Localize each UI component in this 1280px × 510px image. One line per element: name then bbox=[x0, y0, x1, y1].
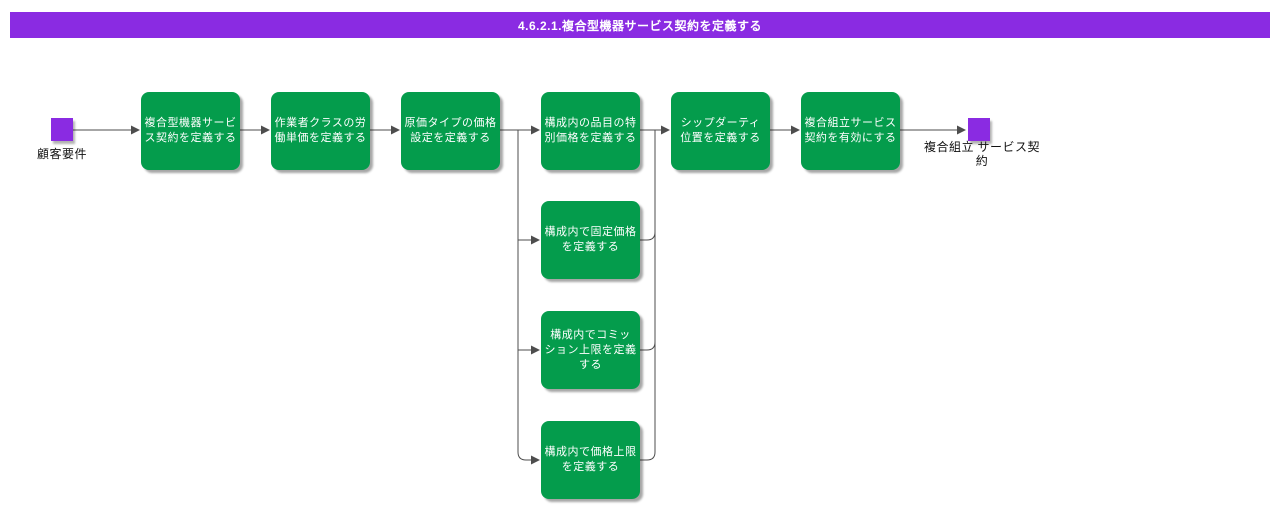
arrowhead-icon bbox=[531, 125, 540, 135]
page-title: 4.6.2.1.複合型機器サービス契約を定義する bbox=[517, 18, 763, 33]
task-define-commission-cap-in-config[interactable]: 構成内でコミッ ション上限を定義 する bbox=[541, 311, 640, 389]
arrowhead-icon bbox=[661, 125, 670, 135]
end-event-marker[interactable] bbox=[968, 118, 990, 141]
flow-line bbox=[517, 130, 531, 461]
arrowhead-icon bbox=[391, 125, 400, 135]
arrowhead-icon bbox=[531, 235, 540, 245]
flow-line bbox=[640, 341, 656, 351]
title-bar: 4.6.2.1.複合型機器サービス契約を定義する bbox=[10, 12, 1270, 38]
flow-line bbox=[640, 231, 656, 241]
task-define-special-item-prices-in-config[interactable]: 構成内の品目の特 別価格を定義する bbox=[541, 92, 640, 170]
arrowhead-icon bbox=[261, 125, 270, 135]
task-define-cost-type-pricing[interactable]: 原価タイプの価格 設定を定義する bbox=[401, 92, 500, 170]
arrowhead-icon bbox=[957, 125, 966, 135]
arrowhead-icon bbox=[531, 455, 540, 465]
arrowhead-icon bbox=[131, 125, 140, 135]
task-define-price-cap-in-config[interactable]: 構成内で価格上限 を定義する bbox=[541, 421, 640, 499]
task-define-ship-to-position[interactable]: シップダーティ 位置を定義する bbox=[671, 92, 770, 170]
task-define-fixed-price-in-config[interactable]: 構成内で固定価格 を定義する bbox=[541, 201, 640, 279]
task-define-worker-class-labor-rate[interactable]: 作業者クラスの労 働単価を定義する bbox=[271, 92, 370, 170]
task-define-composite-equipment-service-contract[interactable]: 複合型機器サービ ス契約を定義する bbox=[141, 92, 240, 170]
start-event-label: 顧客要件 bbox=[36, 147, 87, 161]
arrowhead-icon bbox=[531, 345, 540, 355]
flow-line bbox=[640, 130, 656, 461]
arrowhead-icon bbox=[791, 125, 800, 135]
end-event-label: 複合組立 サービス契 約 bbox=[923, 140, 1040, 168]
start-event-marker[interactable] bbox=[51, 118, 73, 141]
task-activate-composite-assembly-service-contract[interactable]: 複合組立サービス 契約を有効にする bbox=[801, 92, 900, 170]
